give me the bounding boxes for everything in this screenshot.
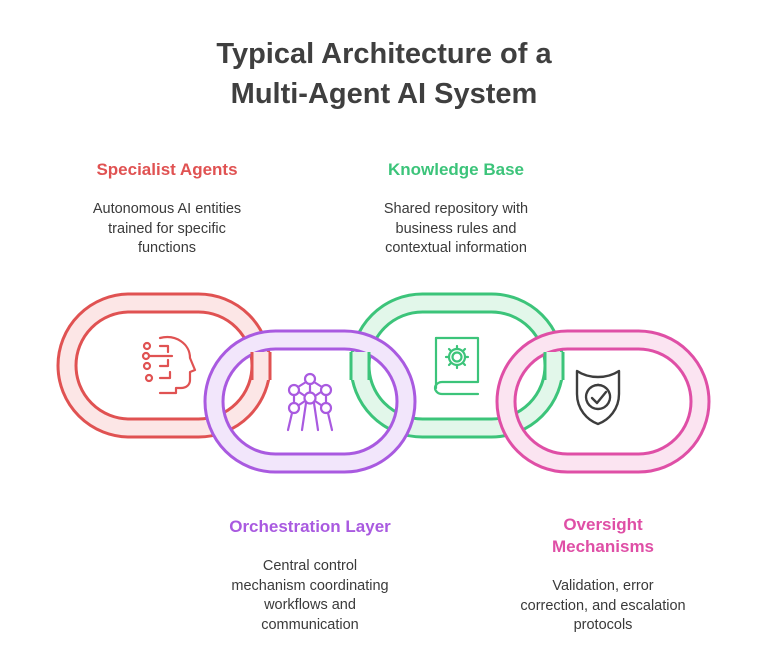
shield-check-icon bbox=[575, 369, 621, 426]
knowledge-base-desc-line: contextual information bbox=[385, 240, 527, 256]
diagram-title: Typical Architecture of a Multi-Agent AI… bbox=[0, 34, 768, 114]
specialist-agents-desc-line: trained for specific bbox=[108, 220, 226, 237]
specialist-agents-heading: Specialist Agents bbox=[96, 160, 238, 179]
oversight-heading-line: Oversight bbox=[563, 515, 643, 534]
oversight-heading-line: Mechanisms bbox=[551, 537, 655, 556]
knowledge-base-heading: Knowledge Base bbox=[387, 160, 525, 179]
orchestration-layer-desc-line: communication bbox=[261, 616, 359, 633]
orchestration-layer-desc-line: Central control bbox=[262, 558, 358, 574]
orchestration-layer-desc-line: workflows and bbox=[264, 597, 356, 613]
orchestration-layer-desc-line: mechanism coordinating bbox=[231, 577, 389, 594]
oversight-mechanisms-desc-line: protocols bbox=[573, 617, 633, 633]
specialist-agents-desc-line: Autonomous AI entities bbox=[92, 201, 242, 217]
link-orchestration-layer bbox=[203, 329, 417, 474]
specialist-agents-desc-line: functions bbox=[137, 240, 197, 256]
atomium-network-icon bbox=[286, 372, 334, 432]
oversight-mechanisms-description: Validation, error correction, and escala… bbox=[490, 577, 716, 636]
orchestration-layer-heading: Orchestration Layer bbox=[229, 517, 391, 536]
oversight-mechanisms-desc-line: correction, and escalation bbox=[520, 597, 686, 614]
oversight-mechanisms-desc-line: Validation, error bbox=[552, 578, 654, 594]
knowledge-base-desc-line: business rules and bbox=[395, 220, 517, 237]
ai-head-circuit-icon bbox=[141, 336, 197, 395]
title-line-2: Multi-Agent AI System bbox=[230, 78, 538, 110]
specialist-agents-description: Autonomous AI entities trained for speci… bbox=[67, 200, 267, 259]
book-gear-icon bbox=[433, 336, 480, 396]
orchestration-layer-description: Central control mechanism coordinating w… bbox=[202, 557, 418, 635]
oversight-mechanisms-heading: Oversight Mechanisms bbox=[500, 514, 706, 558]
link-oversight-mechanisms bbox=[495, 329, 711, 474]
knowledge-base-description: Shared repository with business rules an… bbox=[356, 200, 556, 259]
title-line-1: Typical Architecture of a bbox=[216, 38, 552, 70]
knowledge-base-desc-line: Shared repository with bbox=[383, 201, 529, 217]
